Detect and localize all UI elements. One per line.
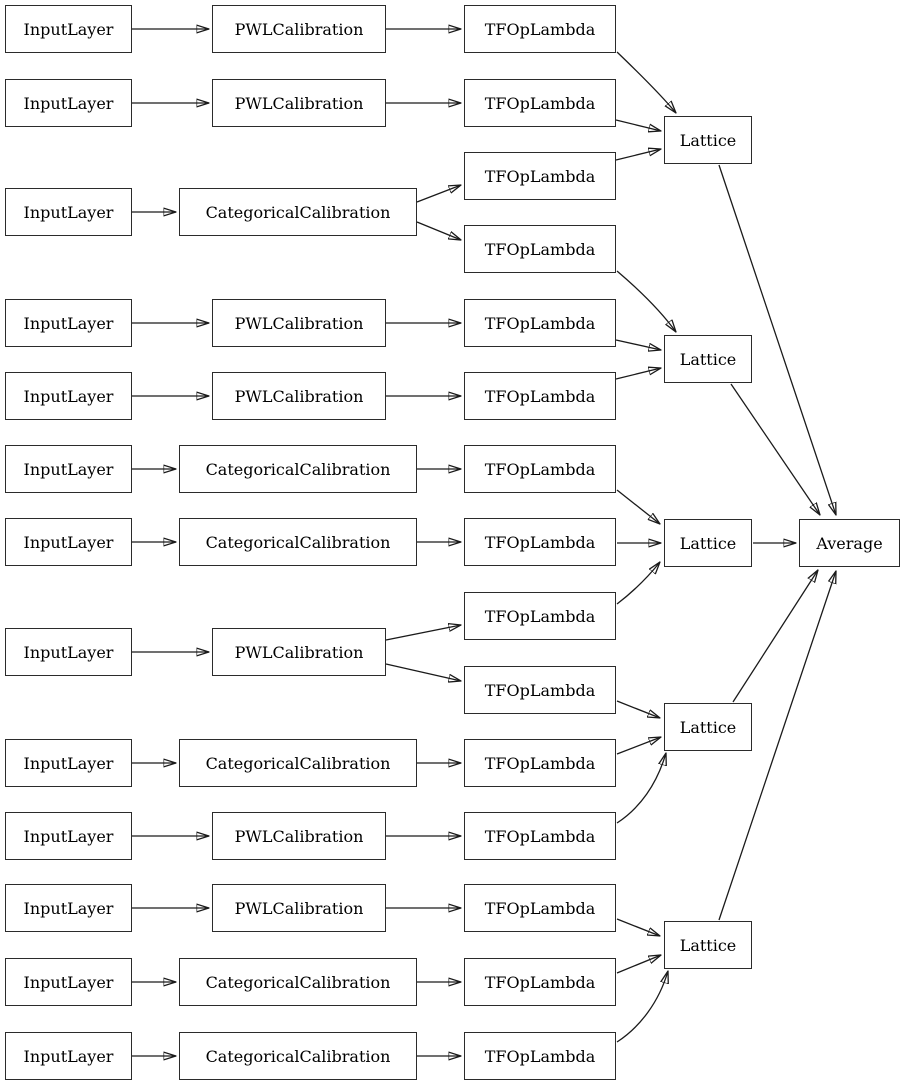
node-input-layer-7: InputLayer (5, 518, 132, 566)
node-categorical-calibration-5: CategoricalCalibration (179, 958, 417, 1006)
edge-tf15-lat5 (616, 971, 668, 1043)
node-input-layer-8: InputLayer (5, 628, 132, 676)
edge-cal8-tf9 (385, 625, 461, 641)
node-pwl-calibration-4: PWLCalibration (212, 372, 386, 420)
node-tfoplambda-3: TFOpLambda (464, 152, 616, 200)
node-tfoplambda-2: TFOpLambda (464, 79, 616, 127)
node-input-layer-3: InputLayer (5, 188, 132, 236)
node-tfoplambda-15: TFOpLambda (464, 1032, 616, 1080)
edge-lat1-avg (718, 164, 836, 515)
node-pwl-calibration-3: PWLCalibration (212, 299, 386, 347)
edge-tf4-lat2 (616, 270, 676, 332)
node-input-layer-1: InputLayer (5, 5, 132, 53)
edge-tf11-lat4 (616, 737, 661, 755)
edge-tf6-lat2 (615, 368, 661, 380)
edge-lat2-avg (730, 383, 820, 515)
node-pwl-calibration-1: PWLCalibration (212, 5, 386, 53)
edge-tf2-lat1 (615, 119, 661, 131)
node-lattice-1: Lattice (664, 116, 752, 164)
edge-tf7-lat3 (616, 489, 660, 524)
node-tfoplambda-5: TFOpLambda (464, 299, 616, 347)
node-input-layer-13: InputLayer (5, 1032, 132, 1080)
edge-tf5-lat2 (615, 339, 661, 350)
node-input-layer-2: InputLayer (5, 79, 132, 127)
edge-tf13-lat5 (616, 918, 660, 936)
node-tfoplambda-14: TFOpLambda (464, 958, 616, 1006)
node-average: Average (799, 519, 900, 567)
node-tfoplambda-13: TFOpLambda (464, 884, 616, 932)
node-lattice-4: Lattice (664, 703, 752, 751)
node-tfoplambda-7: TFOpLambda (464, 445, 616, 493)
edge-lat4-avg (732, 570, 818, 703)
edge-tf3-lat1 (615, 149, 661, 161)
node-categorical-calibration-6: CategoricalCalibration (179, 1032, 417, 1080)
node-lattice-3: Lattice (664, 519, 752, 567)
node-input-layer-10: InputLayer (5, 812, 132, 860)
node-input-layer-6: InputLayer (5, 445, 132, 493)
edge-tf1-lat1 (616, 51, 676, 113)
node-input-layer-9: InputLayer (5, 739, 132, 787)
node-input-layer-5: InputLayer (5, 372, 132, 420)
edge-cal3-tf4 (416, 221, 461, 240)
node-lattice-5: Lattice (664, 921, 752, 969)
node-tfoplambda-4: TFOpLambda (464, 225, 616, 273)
node-tfoplambda-8: TFOpLambda (464, 518, 616, 566)
node-tfoplambda-10: TFOpLambda (464, 666, 616, 714)
edge-tf14-lat5 (616, 955, 661, 974)
node-categorical-calibration-1: CategoricalCalibration (179, 188, 417, 236)
edge-tf12-lat4 (616, 753, 666, 824)
node-lattice-2: Lattice (664, 335, 752, 383)
edge-tf10-lat4 (616, 700, 660, 718)
edge-lat5-avg (718, 571, 836, 921)
node-tfoplambda-1: TFOpLambda (464, 5, 616, 53)
node-input-layer-4: InputLayer (5, 299, 132, 347)
node-pwl-calibration-5: PWLCalibration (212, 628, 386, 676)
node-pwl-calibration-6: PWLCalibration (212, 812, 386, 860)
node-tfoplambda-9: TFOpLambda (464, 592, 616, 640)
node-input-layer-12: InputLayer (5, 958, 132, 1006)
edge-cal3-tf3 (416, 185, 461, 203)
node-input-layer-11: InputLayer (5, 884, 132, 932)
node-pwl-calibration-2: PWLCalibration (212, 79, 386, 127)
edge-cal8-tf10 (385, 663, 461, 681)
node-pwl-calibration-7: PWLCalibration (212, 884, 386, 932)
edge-tf9-lat3 (616, 562, 660, 605)
node-categorical-calibration-3: CategoricalCalibration (179, 518, 417, 566)
node-tfoplambda-12: TFOpLambda (464, 812, 616, 860)
node-categorical-calibration-2: CategoricalCalibration (179, 445, 417, 493)
node-tfoplambda-6: TFOpLambda (464, 372, 616, 420)
node-tfoplambda-11: TFOpLambda (464, 739, 616, 787)
node-categorical-calibration-4: CategoricalCalibration (179, 739, 417, 787)
